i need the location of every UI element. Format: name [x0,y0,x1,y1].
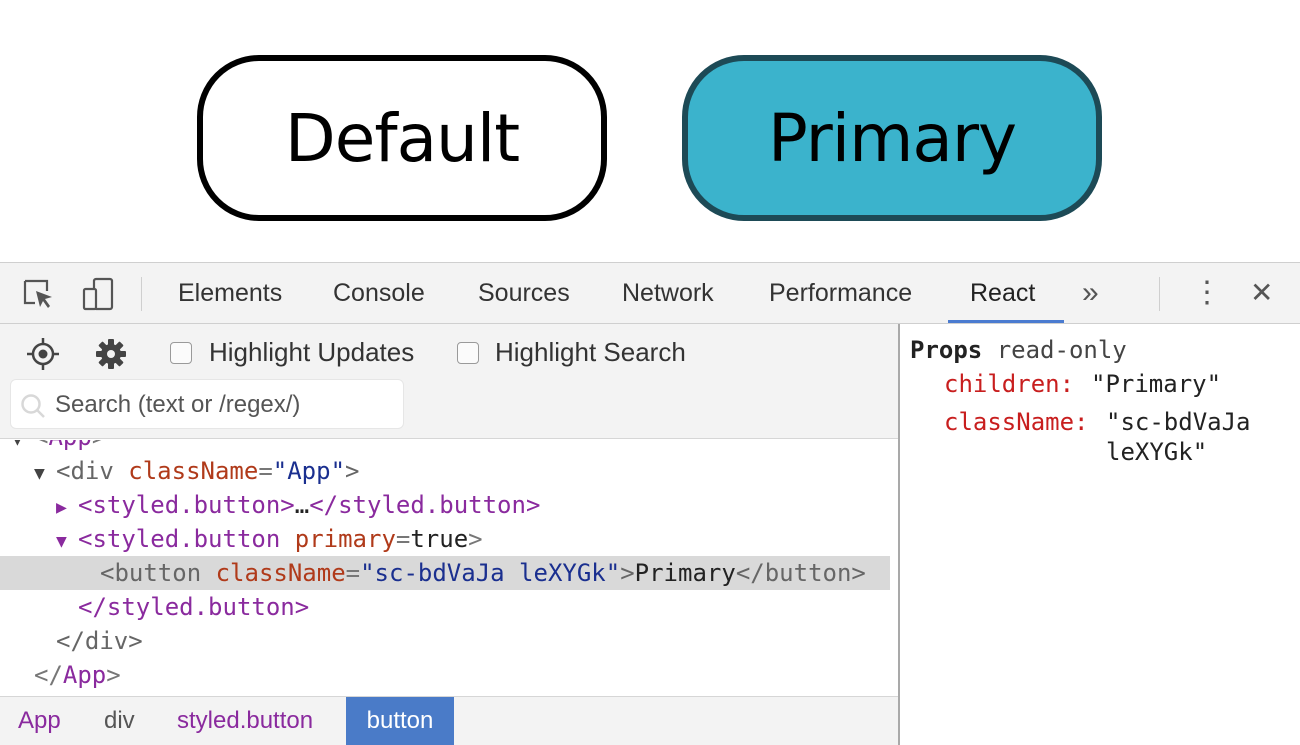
breadcrumb-styled-button[interactable]: styled.button [177,707,314,734]
app-preview: Default Primary [0,0,1300,262]
tree-row-div[interactable]: ▼<div className="App"> [0,454,898,488]
search-input[interactable] [55,386,395,424]
highlight-search-checkbox[interactable] [457,342,479,364]
react-tree-pane: Highlight Updates Highlight Search ▼<App… [0,324,900,745]
prop-value-children[interactable]: "Primary" [1091,370,1222,398]
tab-performance[interactable]: Performance [769,279,913,307]
tab-sources[interactable]: Sources [478,279,570,307]
breadcrumb-app[interactable]: App [18,707,61,734]
prop-key-children: children: [944,370,1075,398]
react-toolbar: Highlight Updates Highlight Search [0,324,898,439]
breadcrumb-div[interactable]: div [104,707,135,734]
select-component-icon[interactable] [25,336,61,372]
prop-value-classname-line2[interactable]: leXYGk" [1106,438,1208,466]
props-pane: Props read-only children: "Primary" clas… [902,324,1300,745]
default-button[interactable]: Default [197,55,607,221]
highlight-updates-label: Highlight Updates [209,337,415,367]
breadcrumb: App div styled.button button [0,696,898,745]
tree-row-styled-button-close[interactable]: </styled.button> [78,593,310,621]
collapse-arrow-icon[interactable]: ▼ [12,440,34,457]
breadcrumb-button[interactable]: button [346,697,454,745]
component-tree: ▼<App> ▼<div className="App"> ▶<styled.b… [0,440,898,696]
collapse-arrow-icon[interactable]: ▼ [34,463,45,484]
tab-elements[interactable]: Elements [178,279,283,307]
devtools-tabbar: Elements Console Sources Network Perform… [0,262,1300,324]
close-icon[interactable]: ✕ [1250,277,1274,308]
search-icon [21,394,45,418]
expand-arrow-icon[interactable]: ▶ [56,497,67,518]
highlight-search-label: Highlight Search [495,337,686,367]
prop-key-classname: className: [944,408,1089,436]
active-tab-indicator [948,320,1064,323]
toolbar-divider [141,277,142,311]
highlight-updates-checkbox[interactable] [170,342,192,364]
inspect-element-icon[interactable] [20,276,56,312]
tab-react[interactable]: React [970,279,1036,307]
gear-icon[interactable] [93,336,129,372]
tab-console[interactable]: Console [333,279,425,307]
search-box [10,379,404,429]
tree-row-div-close[interactable]: </div> [56,627,143,655]
tree-row-button-selected[interactable]: <button className="sc-bdVaJa leXYGk">Pri… [0,556,890,590]
kebab-menu-icon[interactable]: ⋮ [1192,276,1222,309]
prop-value-classname-line1[interactable]: "sc-bdVaJa [1106,408,1251,436]
tree-row-app-close[interactable]: </App> [34,661,121,689]
more-tabs-icon[interactable]: » [1082,276,1099,309]
primary-button[interactable]: Primary [682,55,1102,221]
tab-network[interactable]: Network [622,279,714,307]
tree-row-app-open[interactable]: ▼<App> [0,440,898,454]
props-header: Props read-only [910,336,1127,364]
device-toolbar-icon[interactable] [80,276,116,312]
tree-row-styled-button-default[interactable]: ▶<styled.button>…</styled.button> [0,488,898,522]
toolbar-divider-right [1159,277,1160,311]
collapse-arrow-icon[interactable]: ▼ [56,531,67,552]
tree-row-styled-button-primary[interactable]: ▼<styled.button primary=true> [0,522,898,556]
